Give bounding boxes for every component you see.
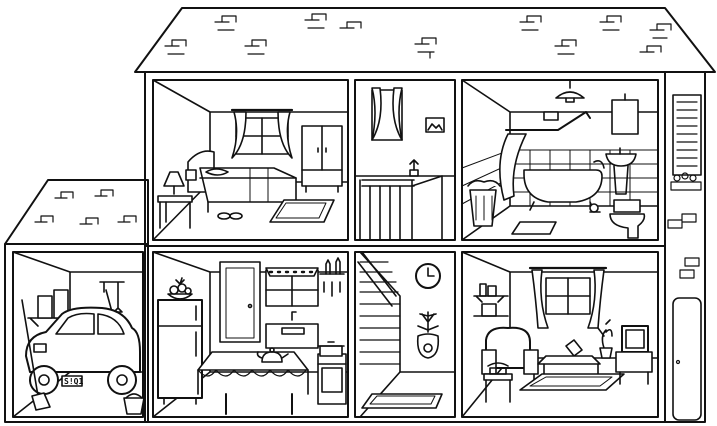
bathroom bbox=[461, 79, 659, 241]
table bbox=[197, 351, 309, 415]
teapot bbox=[256, 347, 289, 363]
staircase bbox=[357, 251, 401, 418]
window bbox=[265, 267, 319, 307]
main-roof bbox=[134, 7, 716, 73]
bedroom bbox=[152, 79, 349, 241]
window-with-curtains bbox=[230, 108, 294, 159]
broom bbox=[21, 299, 51, 411]
shelf bbox=[27, 289, 85, 327]
counter-sink bbox=[265, 311, 319, 349]
door bbox=[219, 261, 261, 343]
landing bbox=[354, 87, 456, 241]
doormat bbox=[361, 393, 443, 409]
wardrobe bbox=[301, 125, 343, 193]
rug bbox=[269, 199, 335, 223]
car: S!Q1 bbox=[25, 306, 141, 395]
bath-mat bbox=[511, 221, 557, 235]
house-walls bbox=[4, 71, 706, 423]
bathtub bbox=[523, 160, 605, 211]
front-door bbox=[672, 297, 702, 421]
coffee-table bbox=[537, 355, 601, 375]
garage: S!Q1 bbox=[12, 251, 145, 418]
side-shutter-window bbox=[672, 94, 702, 176]
picture bbox=[185, 169, 197, 181]
sink bbox=[605, 147, 637, 195]
garage-roof bbox=[4, 179, 149, 245]
mirror bbox=[611, 93, 639, 135]
nightstand bbox=[157, 195, 193, 229]
picture-frame bbox=[565, 339, 583, 357]
laundry-basket bbox=[467, 179, 501, 227]
shelves bbox=[473, 283, 509, 317]
window-with-curtains bbox=[528, 266, 608, 329]
lamp bbox=[163, 171, 185, 195]
plant bbox=[409, 159, 419, 177]
rubber-duck bbox=[589, 203, 601, 213]
fruit-bowl bbox=[167, 277, 193, 300]
banister bbox=[359, 175, 443, 241]
pot bbox=[317, 341, 345, 357]
toilet bbox=[609, 199, 646, 239]
telephone bbox=[483, 362, 513, 403]
tv bbox=[615, 325, 653, 385]
clock bbox=[415, 263, 441, 289]
bed bbox=[187, 150, 297, 213]
kitchen bbox=[152, 251, 349, 418]
ceiling-lamp bbox=[555, 79, 585, 103]
license-plate: S!Q1 bbox=[64, 377, 83, 386]
plant-vase bbox=[416, 311, 440, 359]
rug bbox=[519, 373, 625, 391]
window-with-curtains bbox=[371, 87, 403, 141]
hallway bbox=[357, 251, 456, 418]
stove bbox=[317, 353, 347, 405]
flower-vase bbox=[597, 319, 613, 359]
picture bbox=[425, 117, 445, 133]
shower-curtain bbox=[499, 111, 591, 201]
bucket bbox=[123, 393, 145, 415]
living-room bbox=[461, 251, 659, 418]
slippers bbox=[217, 212, 243, 220]
exterior-details bbox=[667, 94, 702, 421]
fridge bbox=[157, 299, 203, 405]
flower-box bbox=[670, 172, 702, 191]
shelf-bottles bbox=[319, 257, 345, 297]
